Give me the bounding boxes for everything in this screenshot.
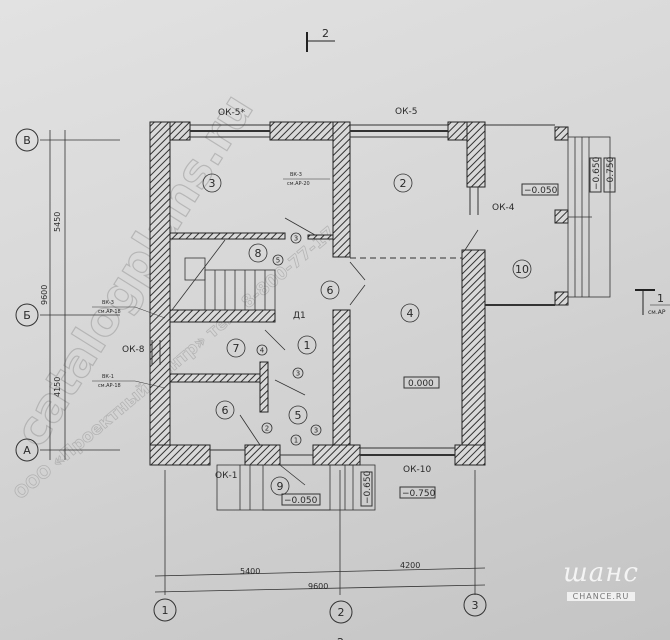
window-labels: ОК-5* ОК-5 ОК-4 ОК-8 ОК-1 ОК-10 xyxy=(122,107,515,481)
room-number: 10 xyxy=(515,263,529,276)
room-number-circle xyxy=(226,338,246,358)
level-ground: −0.750 xyxy=(402,489,436,499)
room-number-circle xyxy=(400,303,420,323)
axis-label-a: А xyxy=(23,444,31,457)
room-number: 6 xyxy=(222,404,229,417)
axis-label-v: В xyxy=(23,134,31,147)
room-number: 9 xyxy=(277,480,284,493)
callout-vk1-ref: см.АР-18 xyxy=(98,383,121,389)
door-mark-circle xyxy=(261,422,273,434)
section-ref-right: см.АР xyxy=(648,309,666,316)
label-ok5-star: ОК-5* xyxy=(218,108,245,118)
callout-vk3-b-ref: см.АР-18 xyxy=(98,309,121,315)
door-mark: 3 xyxy=(294,235,298,243)
room-number-circle xyxy=(270,476,290,496)
callout-vk3-b-code: ВК-3 xyxy=(102,300,114,306)
callout-vk1-code: ВК-1 xyxy=(102,374,114,380)
door-swings xyxy=(239,217,479,486)
label-ok1: ОК-1 xyxy=(215,471,237,481)
dim-5450: 5450 xyxy=(53,212,62,232)
room-number: 8 xyxy=(255,247,262,260)
door-mark-circle xyxy=(290,232,302,244)
door-mark: 1 xyxy=(294,437,298,445)
room-numbers: 3 2 8 6 4 7 1 10 6 5 9 xyxy=(202,173,532,496)
room-number: 2 xyxy=(400,177,407,190)
window-openings xyxy=(151,124,555,456)
room-number-circle xyxy=(297,335,317,355)
dim-5400: 5400 xyxy=(240,567,260,576)
door-mark: 3 xyxy=(296,370,300,378)
section-mark-top: 2 xyxy=(306,27,335,52)
level-marks: −0.050 −0.650 −0.750 0.000 −0.050 −0.650… xyxy=(281,156,616,507)
staircase xyxy=(171,239,276,311)
walls xyxy=(149,121,569,466)
room-number: 3 xyxy=(209,177,216,190)
row-axis-markers: В Б А xyxy=(15,128,39,462)
room-number-circle xyxy=(320,280,340,300)
dim-4200: 4200 xyxy=(400,561,420,570)
watermark: catalogplans.ru ООО «Проектный центр» те… xyxy=(3,84,340,505)
dimensions: 5450 9600 4150 5400 4200 9600 xyxy=(40,212,420,591)
section-number-bottom: 2 xyxy=(337,636,344,640)
label-ok5: ОК-5 xyxy=(395,107,417,117)
room-number: 4 xyxy=(407,307,414,320)
room-number-circle xyxy=(512,259,532,279)
logo-script: шанс xyxy=(563,558,639,588)
door-mark-circle xyxy=(292,367,304,379)
axis-label-2: 2 xyxy=(338,606,345,619)
level-terrace: −0.050 xyxy=(524,186,558,196)
terrace-steps xyxy=(567,136,611,298)
label-ok8: ОК-8 xyxy=(122,345,145,355)
level-terrace-step1: −0.650 xyxy=(592,156,602,190)
room-number: 7 xyxy=(233,342,240,355)
room-number: 1 xyxy=(304,339,311,352)
room-number: 5 xyxy=(295,409,302,422)
level-entrance: −0.050 xyxy=(284,496,318,506)
room-number-circle xyxy=(202,173,222,193)
callout-vk3-a-ref: см.АР-20 xyxy=(287,181,310,187)
level-floor: 0.000 xyxy=(408,379,434,389)
dim-9600-horizontal: 9600 xyxy=(308,582,328,591)
dim-9600-vertical: 9600 xyxy=(40,285,49,305)
axis-lines xyxy=(40,130,486,595)
label-ok4: ОК-4 xyxy=(492,203,515,213)
room-number-circle xyxy=(393,173,413,193)
entrance-porch xyxy=(216,464,376,511)
door-mark: 5 xyxy=(276,257,280,265)
level-terrace-step2: −0.750 xyxy=(606,156,616,190)
room-number: 6 xyxy=(327,284,334,297)
room-number-circle xyxy=(215,400,235,420)
door-mark-circle xyxy=(272,254,284,266)
door-mark-circle xyxy=(290,434,302,446)
room-number-circle xyxy=(248,243,268,263)
door-mark-circle xyxy=(310,424,322,436)
axis-label-3: 3 xyxy=(472,599,479,612)
axis-label-1: 1 xyxy=(162,604,169,617)
door-mark: 4 xyxy=(260,347,265,355)
level-entrance-step: −0.650 xyxy=(363,470,373,504)
callouts: ВК-3 см.АР-20 ВК-3 см.АР-18 ВК-1 см.АР-1… xyxy=(92,172,330,389)
section-number-right: 1 xyxy=(657,292,664,305)
axis-label-b: Б xyxy=(23,309,31,322)
label-ok10: ОК-10 xyxy=(403,465,431,475)
logo-domain: CHANCE.RU xyxy=(566,592,636,601)
section-number-top: 2 xyxy=(322,27,329,40)
door-mark: 2 xyxy=(265,425,269,433)
door-mark: 3 xyxy=(314,427,318,435)
door-label-d1: Д1 xyxy=(293,311,306,321)
door-mark-circle xyxy=(256,344,268,356)
dim-4150: 4150 xyxy=(53,377,62,397)
door-marks: 3 5 4 3 3 2 1 xyxy=(256,232,322,446)
chance-logo: шанс CHANCE.RU xyxy=(542,560,660,604)
callout-vk3-a-code: ВК-3 xyxy=(290,172,302,178)
column-axis-markers: 1 2 3 xyxy=(153,593,487,624)
room-number-circle xyxy=(288,405,308,425)
section-mark-right: 1 см.АР xyxy=(635,289,670,316)
